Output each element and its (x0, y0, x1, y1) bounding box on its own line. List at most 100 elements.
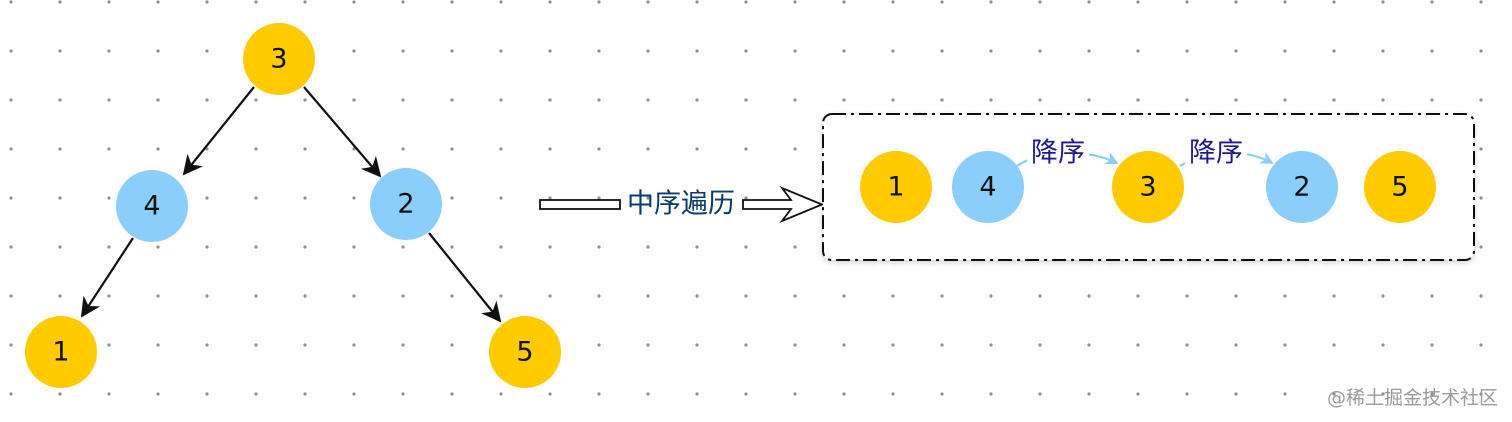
grid-dot (940, 343, 944, 347)
grid-dot (1283, 392, 1287, 396)
grid-dot (450, 392, 454, 396)
grid-dot (1430, 0, 1434, 4)
grid-dot (646, 49, 650, 53)
grid-dot (499, 98, 503, 102)
grid-dot (1087, 49, 1091, 53)
tree-node-circle (370, 168, 442, 240)
sequence-node-label: 5 (1391, 172, 1408, 203)
grid-dot (548, 0, 552, 4)
step-label-bg (1027, 138, 1089, 170)
transform-label: 中序遍历 (627, 189, 735, 220)
sequence-node-label: 4 (979, 172, 996, 203)
sequence-node-1: 1 (860, 151, 932, 223)
grid-dot (1283, 49, 1287, 53)
grid-dot (744, 49, 748, 53)
grid-dot (499, 294, 503, 298)
grid-dot (205, 0, 209, 4)
grid-dot (1234, 98, 1238, 102)
grid-dot (352, 0, 356, 4)
tree-node-4: 4 (116, 170, 188, 242)
grid-dot (1381, 343, 1385, 347)
grid-dot (9, 245, 13, 249)
tree-nodes: 3 4 2 1 5 (25, 23, 561, 388)
grid-dot (891, 98, 895, 102)
grid-dot (1136, 392, 1140, 396)
grid-dot (352, 196, 356, 200)
grid-dot (793, 343, 797, 347)
grid-dot (646, 147, 650, 151)
grid-dot (9, 294, 13, 298)
tree-edge-3-4 (182, 86, 255, 176)
transform-arrow: 中序遍历 (539, 185, 825, 224)
grid-dot (107, 49, 111, 53)
grid-dot (205, 196, 209, 200)
grid-dot (744, 343, 748, 347)
grid-dot (107, 343, 111, 347)
grid-dot (1430, 49, 1434, 53)
transform-arrow-head (742, 185, 825, 224)
grid-dot (499, 245, 503, 249)
grid-dot (1136, 343, 1140, 347)
grid-dot (1479, 343, 1483, 347)
grid-dot (989, 294, 993, 298)
grid-dot (156, 98, 160, 102)
sequence-node-circle (952, 151, 1024, 223)
grid-dot (1283, 98, 1287, 102)
grid-dot (1332, 98, 1336, 102)
grid-dot (597, 343, 601, 347)
grid-dot (107, 196, 111, 200)
grid-dot (1038, 98, 1042, 102)
grid-dot (156, 147, 160, 151)
grid-dot (695, 0, 699, 4)
grid-dot (1185, 98, 1189, 102)
tree-edge-3-2 (303, 86, 382, 178)
grid-dot (891, 0, 895, 4)
grid-dot (1087, 0, 1091, 4)
tree-node-label: 4 (143, 191, 160, 222)
grid-dot (1136, 49, 1140, 53)
grid-dot (744, 245, 748, 249)
grid-dot (1234, 343, 1238, 347)
grid-dot (1038, 343, 1042, 347)
grid-dot (1381, 294, 1385, 298)
grid-dot (352, 49, 356, 53)
grid-dot (793, 98, 797, 102)
grid-dot (450, 294, 454, 298)
grid-dot (744, 196, 748, 200)
grid-dot (1283, 294, 1287, 298)
grid-dot (1479, 294, 1483, 298)
grid-dot (1479, 98, 1483, 102)
grid-dot (695, 147, 699, 151)
grid-dot (1479, 147, 1483, 151)
grid-dot (450, 245, 454, 249)
grid-dot (156, 245, 160, 249)
grid-dot (156, 392, 160, 396)
grid-dot (58, 196, 62, 200)
grid-dot (842, 343, 846, 347)
grid-dot (1332, 392, 1336, 396)
grid-dot (695, 196, 699, 200)
grid-dot (989, 49, 993, 53)
grid-dot (989, 98, 993, 102)
grid-dot (303, 98, 307, 102)
grid-dot (989, 392, 993, 396)
sequence-node-label: 1 (887, 172, 904, 203)
grid-dot (842, 392, 846, 396)
grid-dot (58, 0, 62, 4)
grid-dot (1332, 343, 1336, 347)
grid-dot (940, 294, 944, 298)
grid-dot (401, 98, 405, 102)
grid-dot (548, 49, 552, 53)
grid-dot (695, 49, 699, 53)
grid-dot (1479, 0, 1483, 4)
grid-dot (254, 196, 258, 200)
tree-node-label: 5 (516, 337, 533, 368)
grid-dot (254, 392, 258, 396)
grid-dot (254, 294, 258, 298)
grid-dot (58, 245, 62, 249)
tree-edges (80, 86, 502, 323)
grid-dot (548, 147, 552, 151)
grid-dot (156, 294, 160, 298)
grid-dot (1234, 392, 1238, 396)
grid-dot (1185, 392, 1189, 396)
